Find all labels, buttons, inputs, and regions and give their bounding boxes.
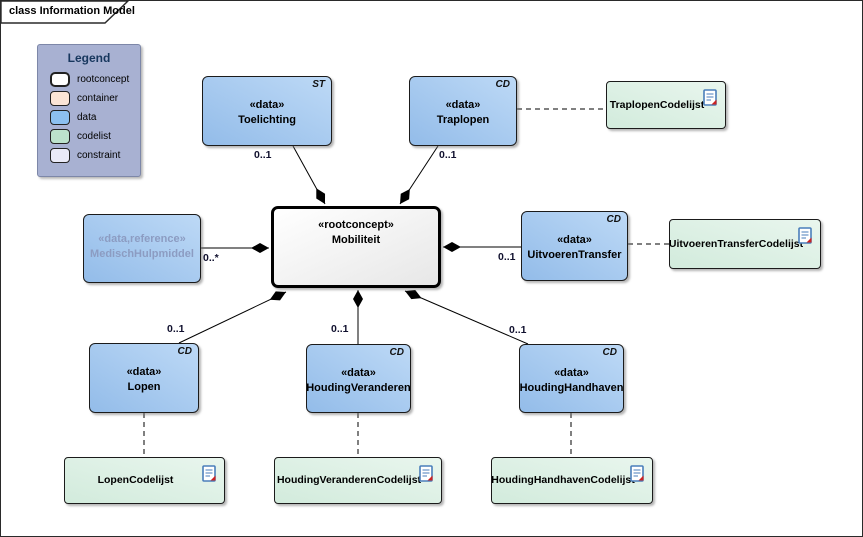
node-stereotype: «data» (445, 99, 481, 111)
node-uitvoerentransfercodelijst[interactable]: UitvoerenTransferCodelijst (669, 219, 821, 269)
node-stereotype: «rootconcept» (318, 219, 394, 231)
node-tag: CD (602, 347, 617, 358)
legend-item-rootconcept: rootconcept (38, 70, 140, 89)
multiplicity-houdinghandhaven: 0..1 (509, 324, 527, 336)
legend-label: codelist (77, 131, 111, 142)
legend-title: Legend (67, 51, 111, 65)
multiplicity-uitvoerentransfer: 0..1 (498, 251, 516, 263)
rootconcept-swatch (50, 72, 70, 87)
node-name: LopenCodelijst (97, 474, 174, 486)
node-houdinghandhaven[interactable]: CD «data» HoudingHandhaven (519, 344, 624, 413)
node-tag: CD (389, 347, 404, 358)
node-name: UitvoerenTransfer (527, 249, 622, 261)
node-medischhulpmiddel[interactable]: «data,reference» MedischHulpmiddel (83, 214, 201, 283)
codelist-swatch (50, 129, 70, 144)
legend: Legend rootconcept container data codeli… (37, 44, 141, 177)
node-uitvoerentransfer[interactable]: CD «data» UitvoerenTransfer (521, 211, 628, 281)
multiplicity-traplopen: 0..1 (439, 149, 457, 161)
node-name: Traplopen (436, 114, 490, 126)
node-houdingveranderencodelijst[interactable]: HoudingVeranderenCodelijst (274, 457, 442, 504)
node-mobiliteit[interactable]: «rootconcept» Mobiliteit (271, 206, 441, 288)
legend-item-data: data (38, 108, 140, 127)
node-name: HoudingHandhaven (519, 382, 624, 394)
diagram-tab-shape (1, 1, 130, 24)
document-icon (630, 465, 644, 482)
node-name: Toelichting (238, 114, 296, 126)
diagram-tab: class Information Model (1, 1, 135, 24)
legend-item-constraint: constraint (38, 146, 140, 165)
node-tag: CD (606, 214, 621, 225)
multiplicity-medischhulpmiddel: 0..* (203, 252, 219, 264)
multiplicity-toelichting: 0..1 (254, 149, 272, 161)
multiplicity-houdingveranderen: 0..1 (331, 323, 349, 335)
document-icon (798, 227, 812, 244)
composition-houdinghandhaven (404, 289, 529, 345)
document-icon (703, 89, 717, 106)
node-houdinghandhavencodelijst[interactable]: HoudingHandhavenCodelijst (491, 457, 653, 504)
legend-item-codelist: codelist (38, 127, 140, 146)
legend-label: container (77, 93, 119, 104)
node-name: HoudingVeranderenCodelijst (276, 474, 422, 486)
node-stereotype: «data» (126, 366, 162, 378)
multiplicity-lopen: 0..1 (167, 323, 185, 335)
node-name: TraplopenCodelijst (609, 98, 705, 111)
node-name: UitvoerenTransferCodelijst (668, 237, 804, 250)
node-lopencodelijst[interactable]: LopenCodelijst (64, 457, 225, 504)
node-houdingveranderen[interactable]: CD «data» HoudingVeranderen (306, 344, 411, 413)
node-stereotype: «data» (341, 367, 376, 379)
node-name: Lopen (127, 381, 161, 393)
node-traplopencodelijst[interactable]: TraplopenCodelijst (606, 81, 726, 129)
node-lopen[interactable]: CD «data» Lopen (89, 343, 199, 413)
node-tag: ST (312, 79, 325, 90)
node-toelichting[interactable]: ST «data» Toelichting (202, 76, 332, 146)
document-icon (419, 465, 433, 482)
legend-label: rootconcept (77, 74, 130, 85)
document-icon (202, 465, 216, 482)
data-swatch (50, 110, 70, 125)
node-name: HoudingHandhavenCodelijst (491, 474, 635, 486)
diagram-title: class Information Model (9, 5, 135, 17)
node-stereotype: «data,reference» (98, 233, 186, 245)
node-traplopen[interactable]: CD «data» Traplopen (409, 76, 517, 146)
node-name: MedischHulpmiddel (90, 248, 194, 260)
node-name: HoudingVeranderen (306, 382, 411, 394)
legend-item-container: container (38, 89, 140, 108)
constraint-swatch (50, 148, 70, 163)
composition-lopen (178, 291, 287, 344)
node-stereotype: «data» (554, 367, 589, 379)
node-stereotype: «data» (557, 234, 592, 246)
node-tag: CD (495, 79, 510, 90)
legend-label: data (77, 112, 97, 123)
composition-traplopen (399, 145, 439, 205)
node-stereotype: «data» (249, 99, 285, 111)
node-tag: CD (177, 346, 192, 357)
node-name: Mobiliteit (331, 234, 381, 246)
legend-label: constraint (77, 150, 121, 161)
composition-toelichting (292, 145, 326, 205)
container-swatch (50, 91, 70, 106)
